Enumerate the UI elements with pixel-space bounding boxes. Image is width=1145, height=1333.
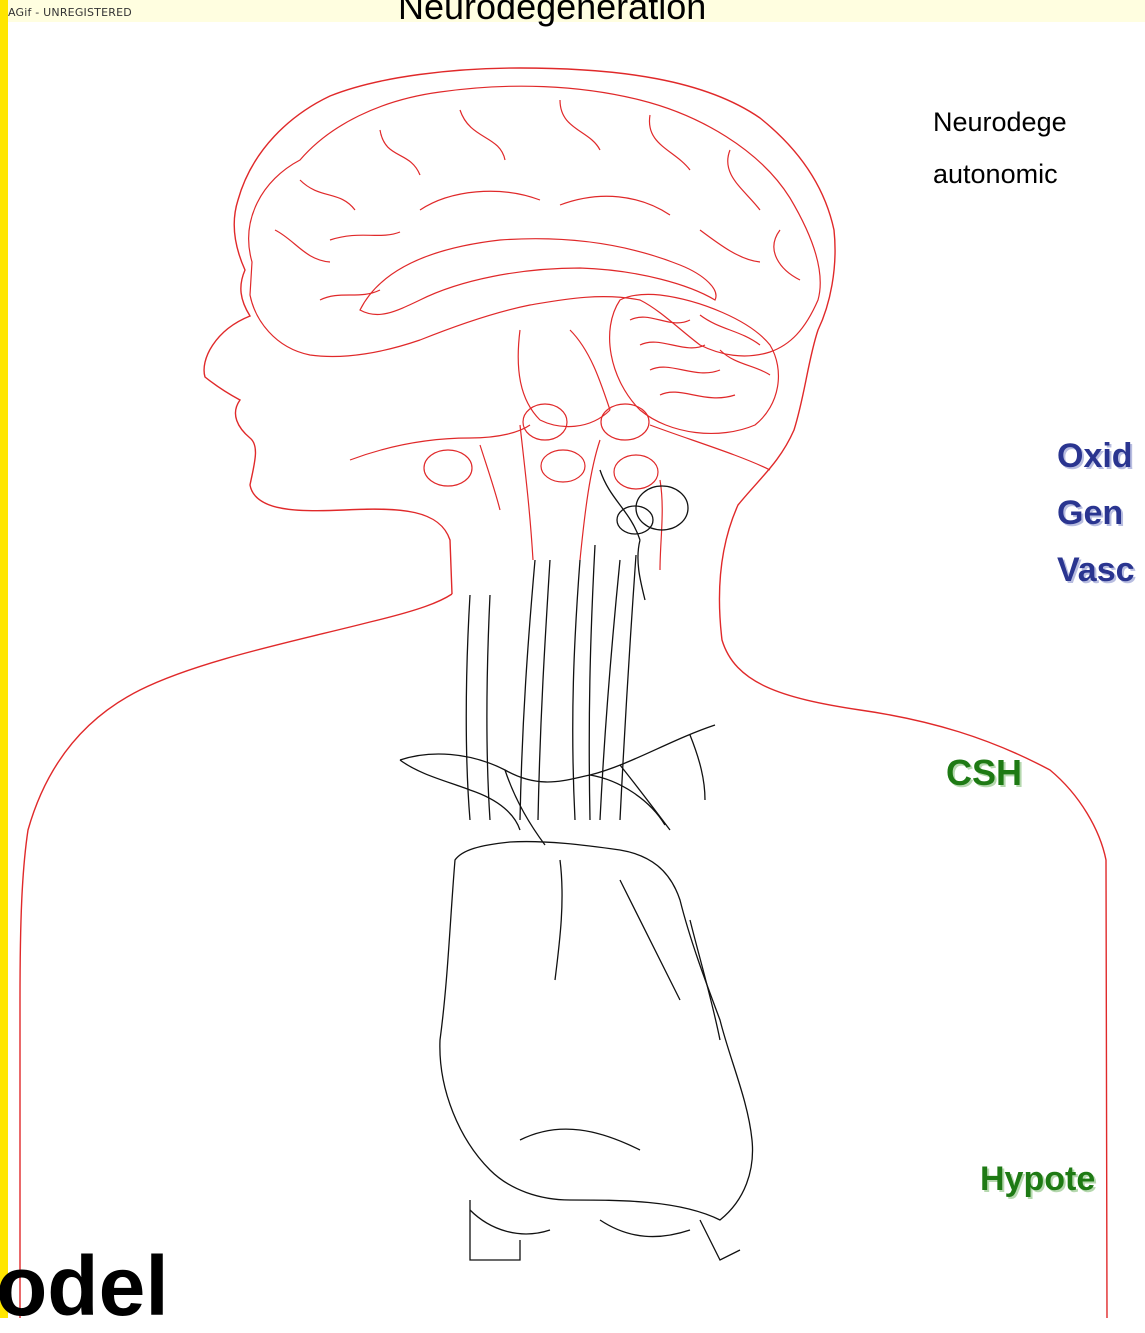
nerve-trunk — [573, 545, 595, 820]
aortic-arch — [400, 725, 715, 830]
body-outline — [20, 68, 1107, 1318]
hypotension-label: Hypote — [980, 1160, 1095, 1199]
risk-factors: Oxid Gen Vasc — [1057, 428, 1135, 599]
brain — [249, 86, 820, 570]
description-text: Neurodege autonomic — [933, 96, 1067, 200]
heart-outline — [440, 842, 753, 1220]
autonomic-pathway — [400, 470, 753, 1260]
left-shoulder-outline — [20, 594, 452, 1318]
nerve-trunk — [600, 555, 636, 820]
factor-label: Oxid — [1057, 428, 1135, 485]
head-and-shoulders-outline — [204, 68, 1107, 1318]
brain-outline — [249, 86, 820, 356]
vessel-branch — [505, 735, 705, 845]
description-line: Neurodege — [933, 96, 1067, 148]
brain-fold — [330, 191, 760, 262]
csh-label: CSH — [946, 752, 1022, 794]
heart-base — [470, 1200, 740, 1260]
nerve-trunk — [466, 595, 490, 820]
description-line: autonomic — [933, 148, 1067, 200]
heart-vessel — [470, 1129, 690, 1236]
ganglion — [601, 404, 649, 440]
factor-label: Vasc — [1057, 542, 1135, 599]
model-heading: odel — [0, 1244, 169, 1328]
ganglion — [424, 450, 472, 486]
factor-label: Gen — [1057, 485, 1135, 542]
ganglion — [614, 455, 658, 489]
ganglion — [541, 450, 585, 482]
ganglion — [617, 506, 653, 534]
nerve-branch — [350, 425, 770, 570]
cerebellum — [610, 294, 779, 433]
